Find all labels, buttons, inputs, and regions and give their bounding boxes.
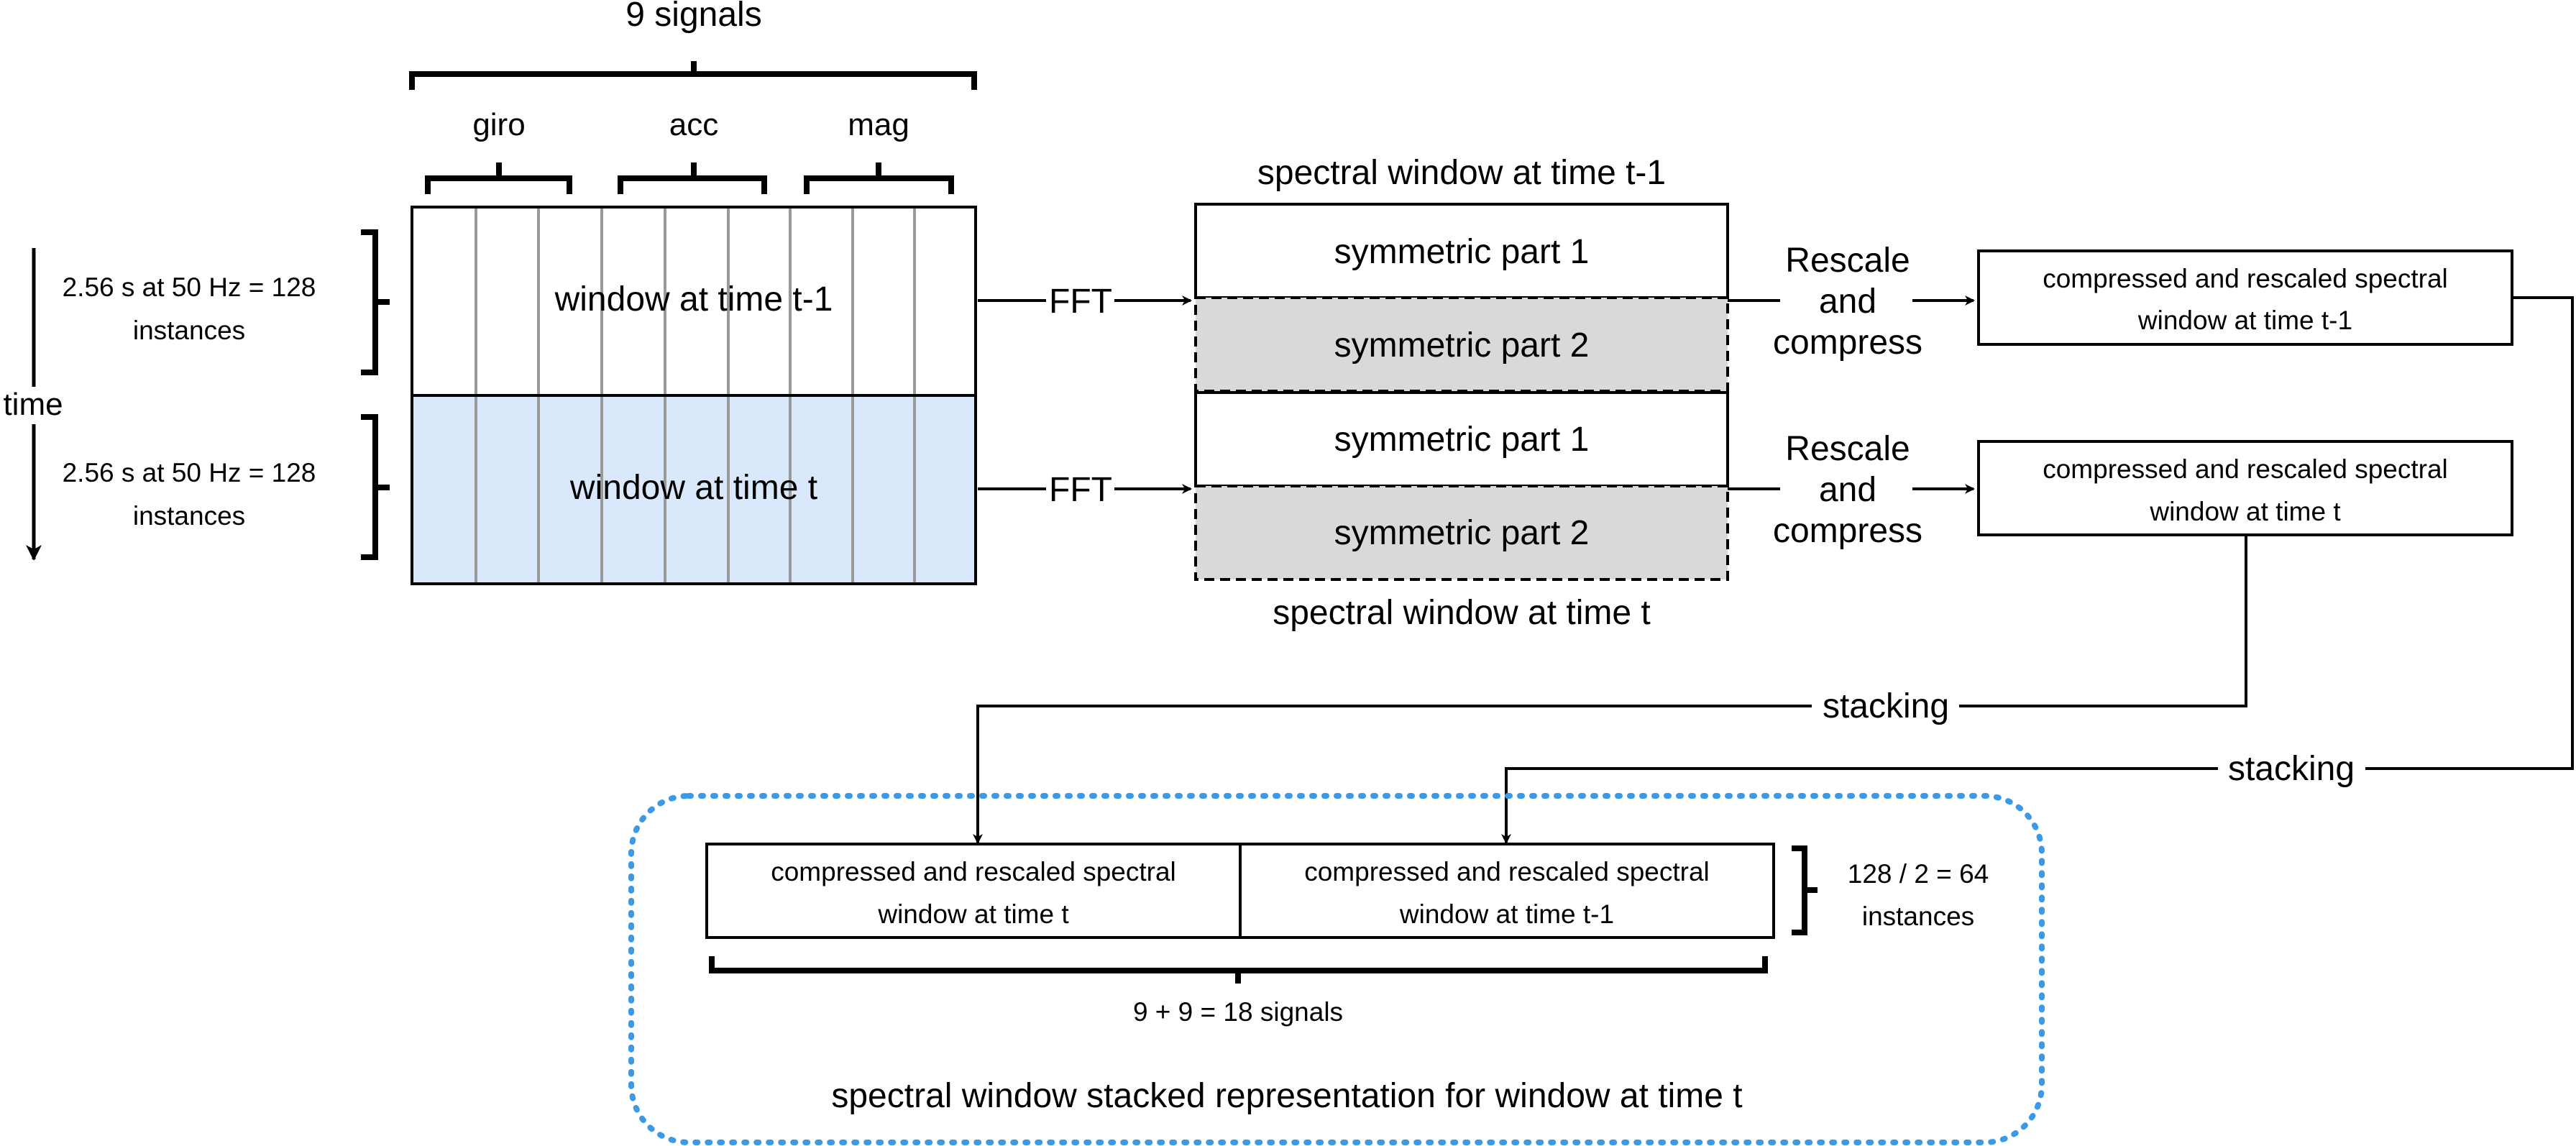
stacked-right-line2: window at time t-1	[1399, 899, 1614, 929]
stacked-right-box	[1239, 843, 1775, 939]
duration-t1-line1: 2.56 s at 50 Hz = 128	[63, 272, 316, 302]
signals-sum-bracket	[709, 956, 1768, 984]
duration-t-line1: 2.56 s at 50 Hz = 128	[63, 458, 316, 487]
stacking-label-bg-outer	[2218, 750, 2365, 787]
stacked-left-line1: compressed and rescaled spectral	[771, 857, 1176, 886]
signals-title: 9 signals	[625, 0, 761, 34]
spectral-t1-part1-label: symmetric part 1	[1334, 233, 1590, 271]
duration-t1-line2: instances	[133, 316, 245, 345]
compressed-t1-line2: window at time t-1	[2137, 306, 2352, 335]
window-t1-block	[412, 207, 976, 395]
spectral-t-part2-box	[1194, 485, 1729, 581]
compressed-t-line2: window at time t	[2149, 497, 2341, 526]
stacking-label-bg-inner	[1812, 687, 1959, 725]
instances-bracket	[1792, 845, 1818, 935]
stacking-label-inner: stacking	[1823, 687, 1949, 725]
stacking-connector-t	[973, 535, 2247, 844]
stacking-label-outer: stacking	[2228, 750, 2355, 788]
compressed-t-box	[1977, 440, 2513, 536]
instances-line2: instances	[1862, 902, 1974, 931]
fft-label-t: FFT	[1049, 471, 1112, 509]
spectral-title-t1: spectral window at time t-1	[1257, 154, 1666, 192]
stacked-container-title: spectral window stacked representation f…	[831, 1077, 1742, 1115]
time-label: time	[3, 387, 63, 422]
rescale-t1-line3: compress	[1773, 324, 1922, 362]
stacked-container	[628, 793, 2045, 1145]
window-t-label: window at time t	[569, 469, 817, 507]
stacked-right-line1: compressed and rescaled spectral	[1304, 857, 1710, 886]
duration-bracket-t	[361, 414, 390, 560]
stacked-left-box	[705, 843, 1242, 939]
signals-sum-label: 9 + 9 = 18 signals	[1133, 997, 1343, 1027]
compressed-t1-line1: compressed and rescaled spectral	[2043, 264, 2448, 293]
spectral-t-part2-label: symmetric part 2	[1334, 514, 1590, 552]
duration-bracket-t1	[361, 229, 390, 375]
instances-line1: 128 / 2 = 64	[1848, 859, 1989, 889]
rescale-t-line1: Rescale	[1785, 430, 1910, 468]
spectral-t1-part2-label: symmetric part 2	[1334, 326, 1590, 365]
stacked-left-line2: window at time t	[877, 899, 1069, 929]
stacking-connector-t1	[1501, 296, 2574, 844]
rescale-t-line2: and	[1819, 471, 1876, 509]
giro-label: giro	[472, 107, 525, 142]
rescale-t1-line1: Rescale	[1785, 242, 1910, 280]
spectral-t-part1-label: symmetric part 1	[1334, 421, 1590, 459]
compressed-t-line1: compressed and rescaled spectral	[2043, 454, 2448, 484]
rescale-t1-line2: and	[1819, 283, 1876, 321]
duration-t-line2: instances	[133, 501, 245, 531]
acc-label: acc	[669, 107, 718, 142]
fft-label-bg-t1	[1046, 283, 1114, 318]
spectral-t1-part2-box	[1194, 296, 1729, 393]
fft-label-t1: FFT	[1049, 283, 1112, 321]
acc-bracket	[618, 162, 767, 194]
rescale-t-line3: compress	[1773, 512, 1922, 550]
window-t1-label: window at time t-1	[554, 280, 833, 318]
window-t-block	[412, 395, 976, 584]
mag-bracket	[804, 162, 954, 194]
mag-label: mag	[848, 107, 909, 142]
giro-bracket	[425, 162, 572, 194]
spectral-title-t: spectral window at time t	[1273, 594, 1651, 632]
fft-label-bg-t	[1046, 472, 1114, 506]
signals-bracket	[409, 61, 977, 90]
